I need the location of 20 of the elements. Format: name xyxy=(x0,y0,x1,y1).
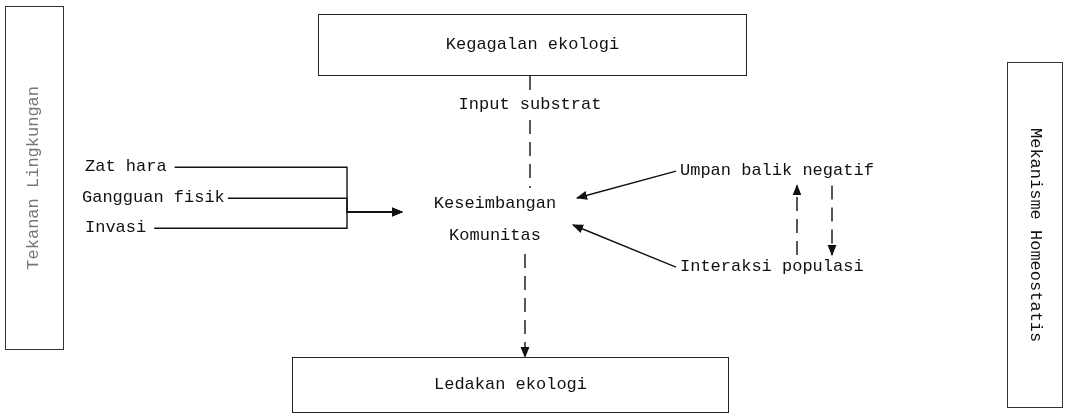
side-panel xyxy=(5,6,64,350)
node-label: Keseimbangan Komunitas xyxy=(405,188,585,252)
arrow xyxy=(571,224,677,268)
arrow xyxy=(575,170,677,200)
node-label: Umpan balik negatif xyxy=(680,161,874,182)
panel-label: Tekanan Lingkungan xyxy=(24,86,45,270)
box-label: Kegagalan ekologi xyxy=(445,34,620,56)
process-box xyxy=(318,14,747,76)
node-label: Zat hara xyxy=(85,157,167,178)
node-label: Gangguan fisik xyxy=(82,188,225,209)
process-box xyxy=(292,357,729,413)
side-panel xyxy=(1007,62,1063,408)
arrow xyxy=(792,184,802,256)
panel-label: Mekanisme Homeostatis xyxy=(1025,127,1046,343)
box-label: Ledakan ekologi xyxy=(434,374,587,396)
arrow xyxy=(153,207,404,229)
arrow xyxy=(827,184,837,257)
arrow xyxy=(520,253,530,359)
node-label: Interaksi populasi xyxy=(680,257,864,278)
node-label: Invasi xyxy=(85,218,147,239)
